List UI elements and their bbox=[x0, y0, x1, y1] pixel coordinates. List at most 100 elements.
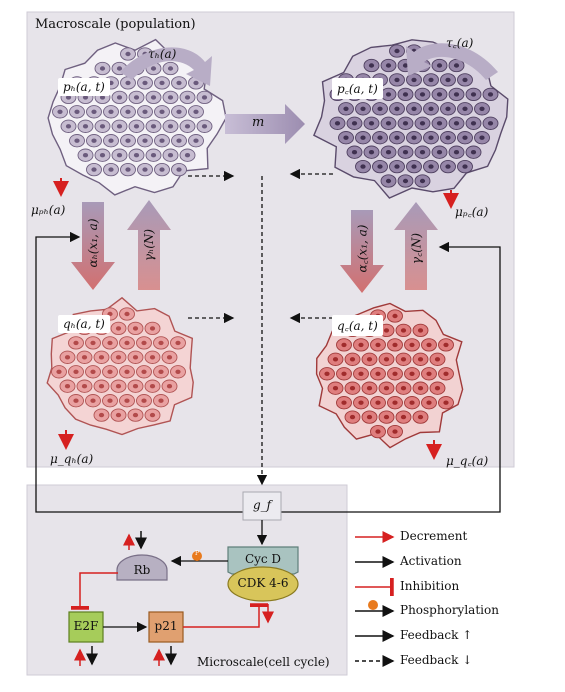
cell-nucleus bbox=[99, 153, 106, 158]
cell-nucleus bbox=[82, 124, 89, 129]
cell-nucleus bbox=[132, 384, 139, 389]
cell-nucleus bbox=[159, 109, 165, 115]
cell-nucleus bbox=[409, 371, 415, 376]
cell-nucleus bbox=[394, 106, 400, 112]
alpha-c-label: α꜀(x₁, a) bbox=[355, 224, 370, 273]
cell-nucleus bbox=[385, 121, 392, 126]
cell-nucleus bbox=[332, 386, 339, 391]
cell-nucleus bbox=[167, 153, 174, 158]
cell-nucleus bbox=[125, 138, 131, 143]
cell-nucleus bbox=[368, 63, 375, 68]
cell-nucleus bbox=[417, 414, 424, 420]
cell-nucleus bbox=[57, 109, 63, 115]
cell-nucleus bbox=[158, 398, 164, 403]
cell-nucleus bbox=[115, 355, 122, 360]
cell-nucleus bbox=[462, 164, 468, 169]
cell-nucleus bbox=[411, 135, 417, 140]
tau-h-label: τₕ(a) bbox=[148, 47, 177, 61]
cell-nucleus bbox=[368, 121, 375, 126]
cell-nucleus bbox=[443, 371, 449, 376]
cell-nucleus bbox=[436, 150, 443, 155]
gf-box bbox=[242, 491, 282, 521]
cell-nucleus bbox=[375, 429, 381, 434]
cell-nucleus bbox=[360, 106, 366, 112]
cell-nucleus bbox=[402, 121, 409, 126]
cell-nucleus bbox=[394, 164, 400, 169]
cell-nucleus bbox=[443, 400, 449, 405]
cell-nucleus bbox=[453, 92, 460, 97]
cell-nucleus bbox=[341, 400, 347, 405]
cell-nucleus bbox=[341, 342, 347, 348]
cell-nucleus bbox=[453, 150, 460, 155]
cell-nucleus bbox=[462, 77, 468, 83]
cell-nucleus bbox=[167, 95, 174, 100]
feedback-up-healthy bbox=[35, 231, 243, 513]
e2f-label: E2F bbox=[73, 619, 99, 633]
e2f-box bbox=[68, 611, 104, 643]
cell-nucleus bbox=[133, 124, 140, 129]
cell-nucleus bbox=[65, 124, 72, 129]
cell-nucleus bbox=[108, 109, 114, 115]
tau-h-curved-arrow bbox=[120, 47, 212, 86]
gamma-h-up-arrow bbox=[127, 200, 171, 290]
cell-nucleus bbox=[366, 414, 373, 420]
tau-c-label: τ꜀(a) bbox=[446, 36, 474, 50]
cell-nucleus bbox=[383, 414, 390, 420]
cell-nucleus bbox=[445, 164, 451, 169]
cell-nucleus bbox=[201, 124, 208, 129]
cell-nucleus bbox=[383, 357, 390, 362]
cell-nucleus bbox=[90, 369, 96, 374]
cell-nucleus bbox=[150, 153, 157, 158]
cell-nucleus bbox=[324, 371, 330, 376]
cell-nucleus bbox=[193, 138, 199, 143]
cell-nucleus bbox=[392, 342, 398, 348]
microscale-title: Microscale(cell cycle) bbox=[197, 655, 330, 669]
cell-nucleus bbox=[82, 95, 89, 100]
cell-nucleus bbox=[98, 412, 105, 418]
cell-nucleus bbox=[175, 369, 181, 374]
cell-nucleus bbox=[107, 398, 113, 403]
cell-nucleus bbox=[383, 386, 390, 391]
qc-label: q꜀(a, t) bbox=[332, 315, 383, 336]
cancer-proliferating-cluster bbox=[313, 39, 509, 199]
cell-nucleus bbox=[98, 384, 105, 389]
cell-nucleus bbox=[470, 92, 477, 97]
cell-nucleus bbox=[64, 355, 71, 360]
cell-nucleus bbox=[419, 178, 426, 184]
alpha-h-label: αₕ(x₁, a) bbox=[86, 218, 100, 268]
cell-nucleus bbox=[375, 400, 381, 405]
cell-nucleus bbox=[98, 355, 105, 360]
cell-nucleus bbox=[385, 63, 392, 68]
cell-nucleus bbox=[392, 429, 398, 434]
cell-nucleus bbox=[343, 106, 349, 112]
cell-nucleus bbox=[150, 124, 157, 129]
cell-nucleus bbox=[115, 384, 122, 389]
cell-nucleus bbox=[332, 357, 339, 362]
cell-nucleus bbox=[368, 150, 375, 155]
cell-nucleus bbox=[107, 340, 113, 346]
cell-nucleus bbox=[176, 80, 182, 86]
cell-nucleus bbox=[91, 138, 97, 143]
cell-nucleus bbox=[453, 63, 460, 68]
cell-nucleus bbox=[409, 342, 415, 348]
cell-nucleus bbox=[81, 355, 88, 360]
cell-nucleus bbox=[394, 48, 400, 54]
cell-nucleus bbox=[349, 357, 356, 362]
cell-nucleus bbox=[400, 357, 407, 362]
cell-nucleus bbox=[400, 386, 407, 391]
cell-nucleus bbox=[91, 109, 97, 115]
gf-label: g_f bbox=[252, 498, 272, 512]
cell-nucleus bbox=[176, 109, 182, 115]
cell-nucleus bbox=[419, 92, 426, 97]
cell-nucleus bbox=[116, 124, 123, 129]
cell-nucleus bbox=[462, 135, 468, 140]
legend-activation: Activation bbox=[400, 554, 462, 568]
cell-nucleus bbox=[351, 150, 358, 155]
cell-nucleus bbox=[411, 77, 417, 83]
m-migration-arrow bbox=[225, 104, 305, 144]
cell-nucleus bbox=[125, 51, 131, 57]
cell-nucleus bbox=[201, 95, 208, 100]
ph-label: pₕ(a, t) bbox=[58, 78, 110, 96]
cell-nucleus bbox=[90, 340, 96, 346]
